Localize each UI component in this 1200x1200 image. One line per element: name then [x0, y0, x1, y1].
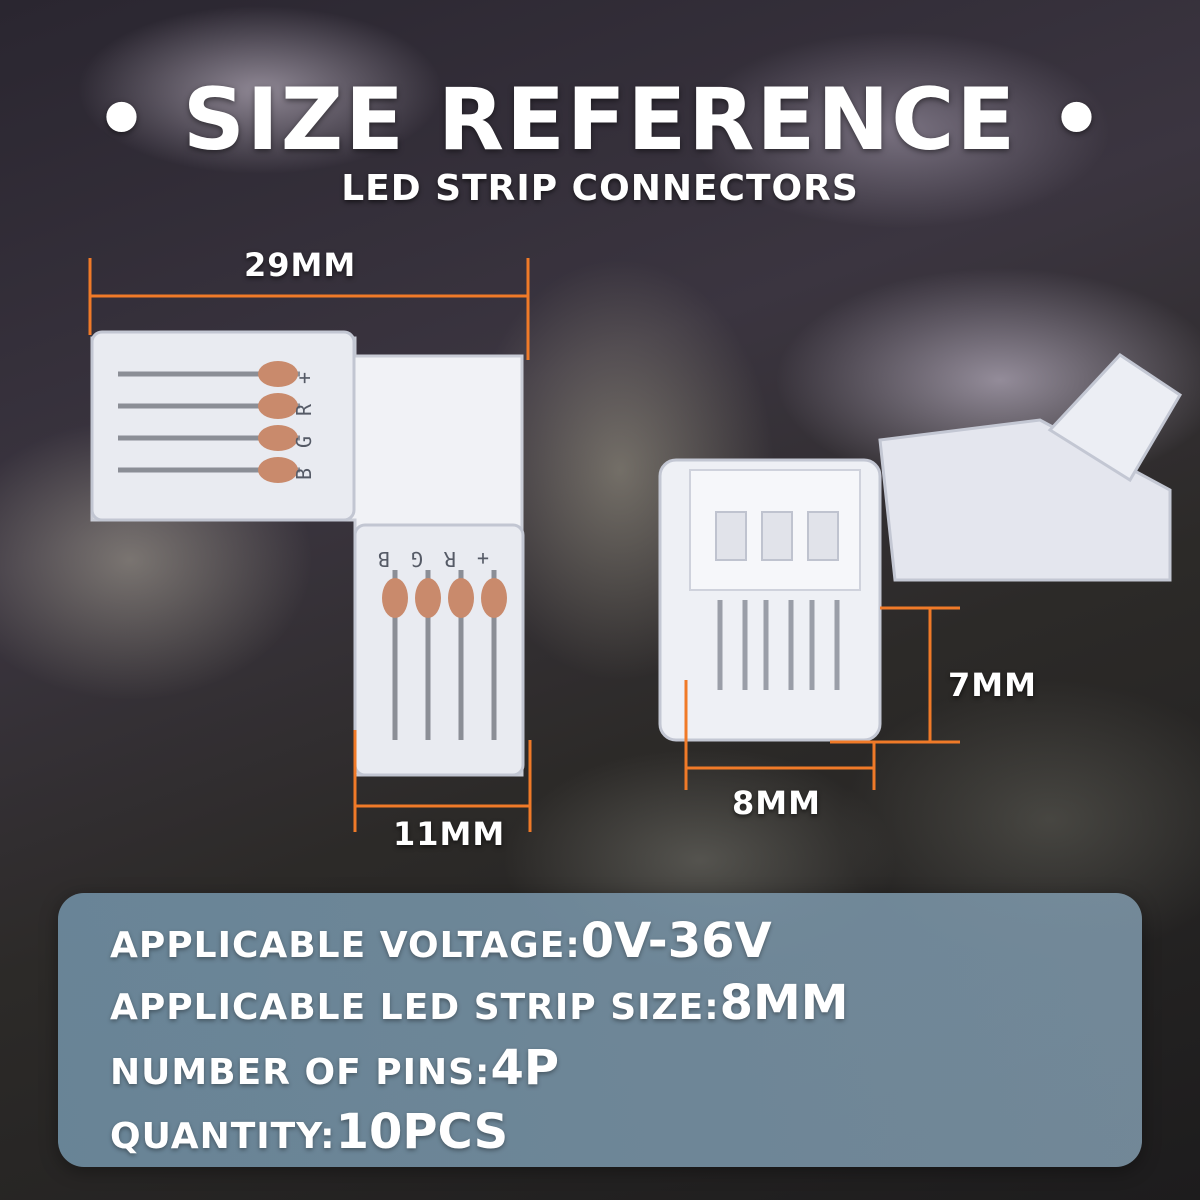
- spec-panel: [58, 893, 1142, 1167]
- spec-quantity-value: 10PCS: [335, 1104, 509, 1160]
- dimension-label-29mm: 29MM: [244, 246, 357, 284]
- spec-pins: NUMBER OF PINS:4P: [110, 1040, 559, 1096]
- horizontal-clip: [90, 330, 356, 522]
- page-title: • SIZE REFERENCE •: [93, 70, 1107, 170]
- page-subtitle: LED STRIP CONNECTORS: [341, 168, 859, 209]
- straight-connector-image: [658, 353, 1183, 742]
- spec-quantity-label: QUANTITY:: [110, 1116, 336, 1157]
- dimension-lines: [88, 258, 960, 832]
- marking-h-2: R: [292, 403, 316, 416]
- marking-h-0: B: [292, 468, 316, 480]
- dimension-label-11mm: 11MM: [393, 815, 506, 853]
- spec-voltage: APPLICABLE VOLTAGE:0V-36V: [110, 913, 772, 969]
- spec-strip-size: APPLICABLE LED STRIP SIZE:8MM: [110, 975, 849, 1031]
- spec-strip-size-value: 8MM: [719, 975, 849, 1031]
- l-connector-image: B G R + B G R +: [90, 330, 525, 777]
- spec-strip-size-label: APPLICABLE LED STRIP SIZE:: [110, 987, 720, 1028]
- marking-v-3: +: [477, 547, 489, 571]
- marking-h-1: G: [292, 436, 316, 448]
- spec-pins-label: NUMBER OF PINS:: [110, 1052, 491, 1093]
- dimension-label-8mm: 8MM: [732, 784, 821, 822]
- marking-v-2: R: [443, 547, 456, 571]
- dimension-label-7mm: 7MM: [948, 666, 1037, 704]
- marking-h-3: +: [292, 372, 316, 384]
- spec-voltage-label: APPLICABLE VOLTAGE:: [110, 925, 581, 966]
- marking-v-1: G: [411, 547, 423, 571]
- marking-v-0: B: [378, 547, 390, 571]
- spec-pins-value: 4P: [490, 1040, 560, 1096]
- spec-voltage-value: 0V-36V: [580, 913, 772, 969]
- spec-quantity: QUANTITY:10PCS: [110, 1104, 508, 1160]
